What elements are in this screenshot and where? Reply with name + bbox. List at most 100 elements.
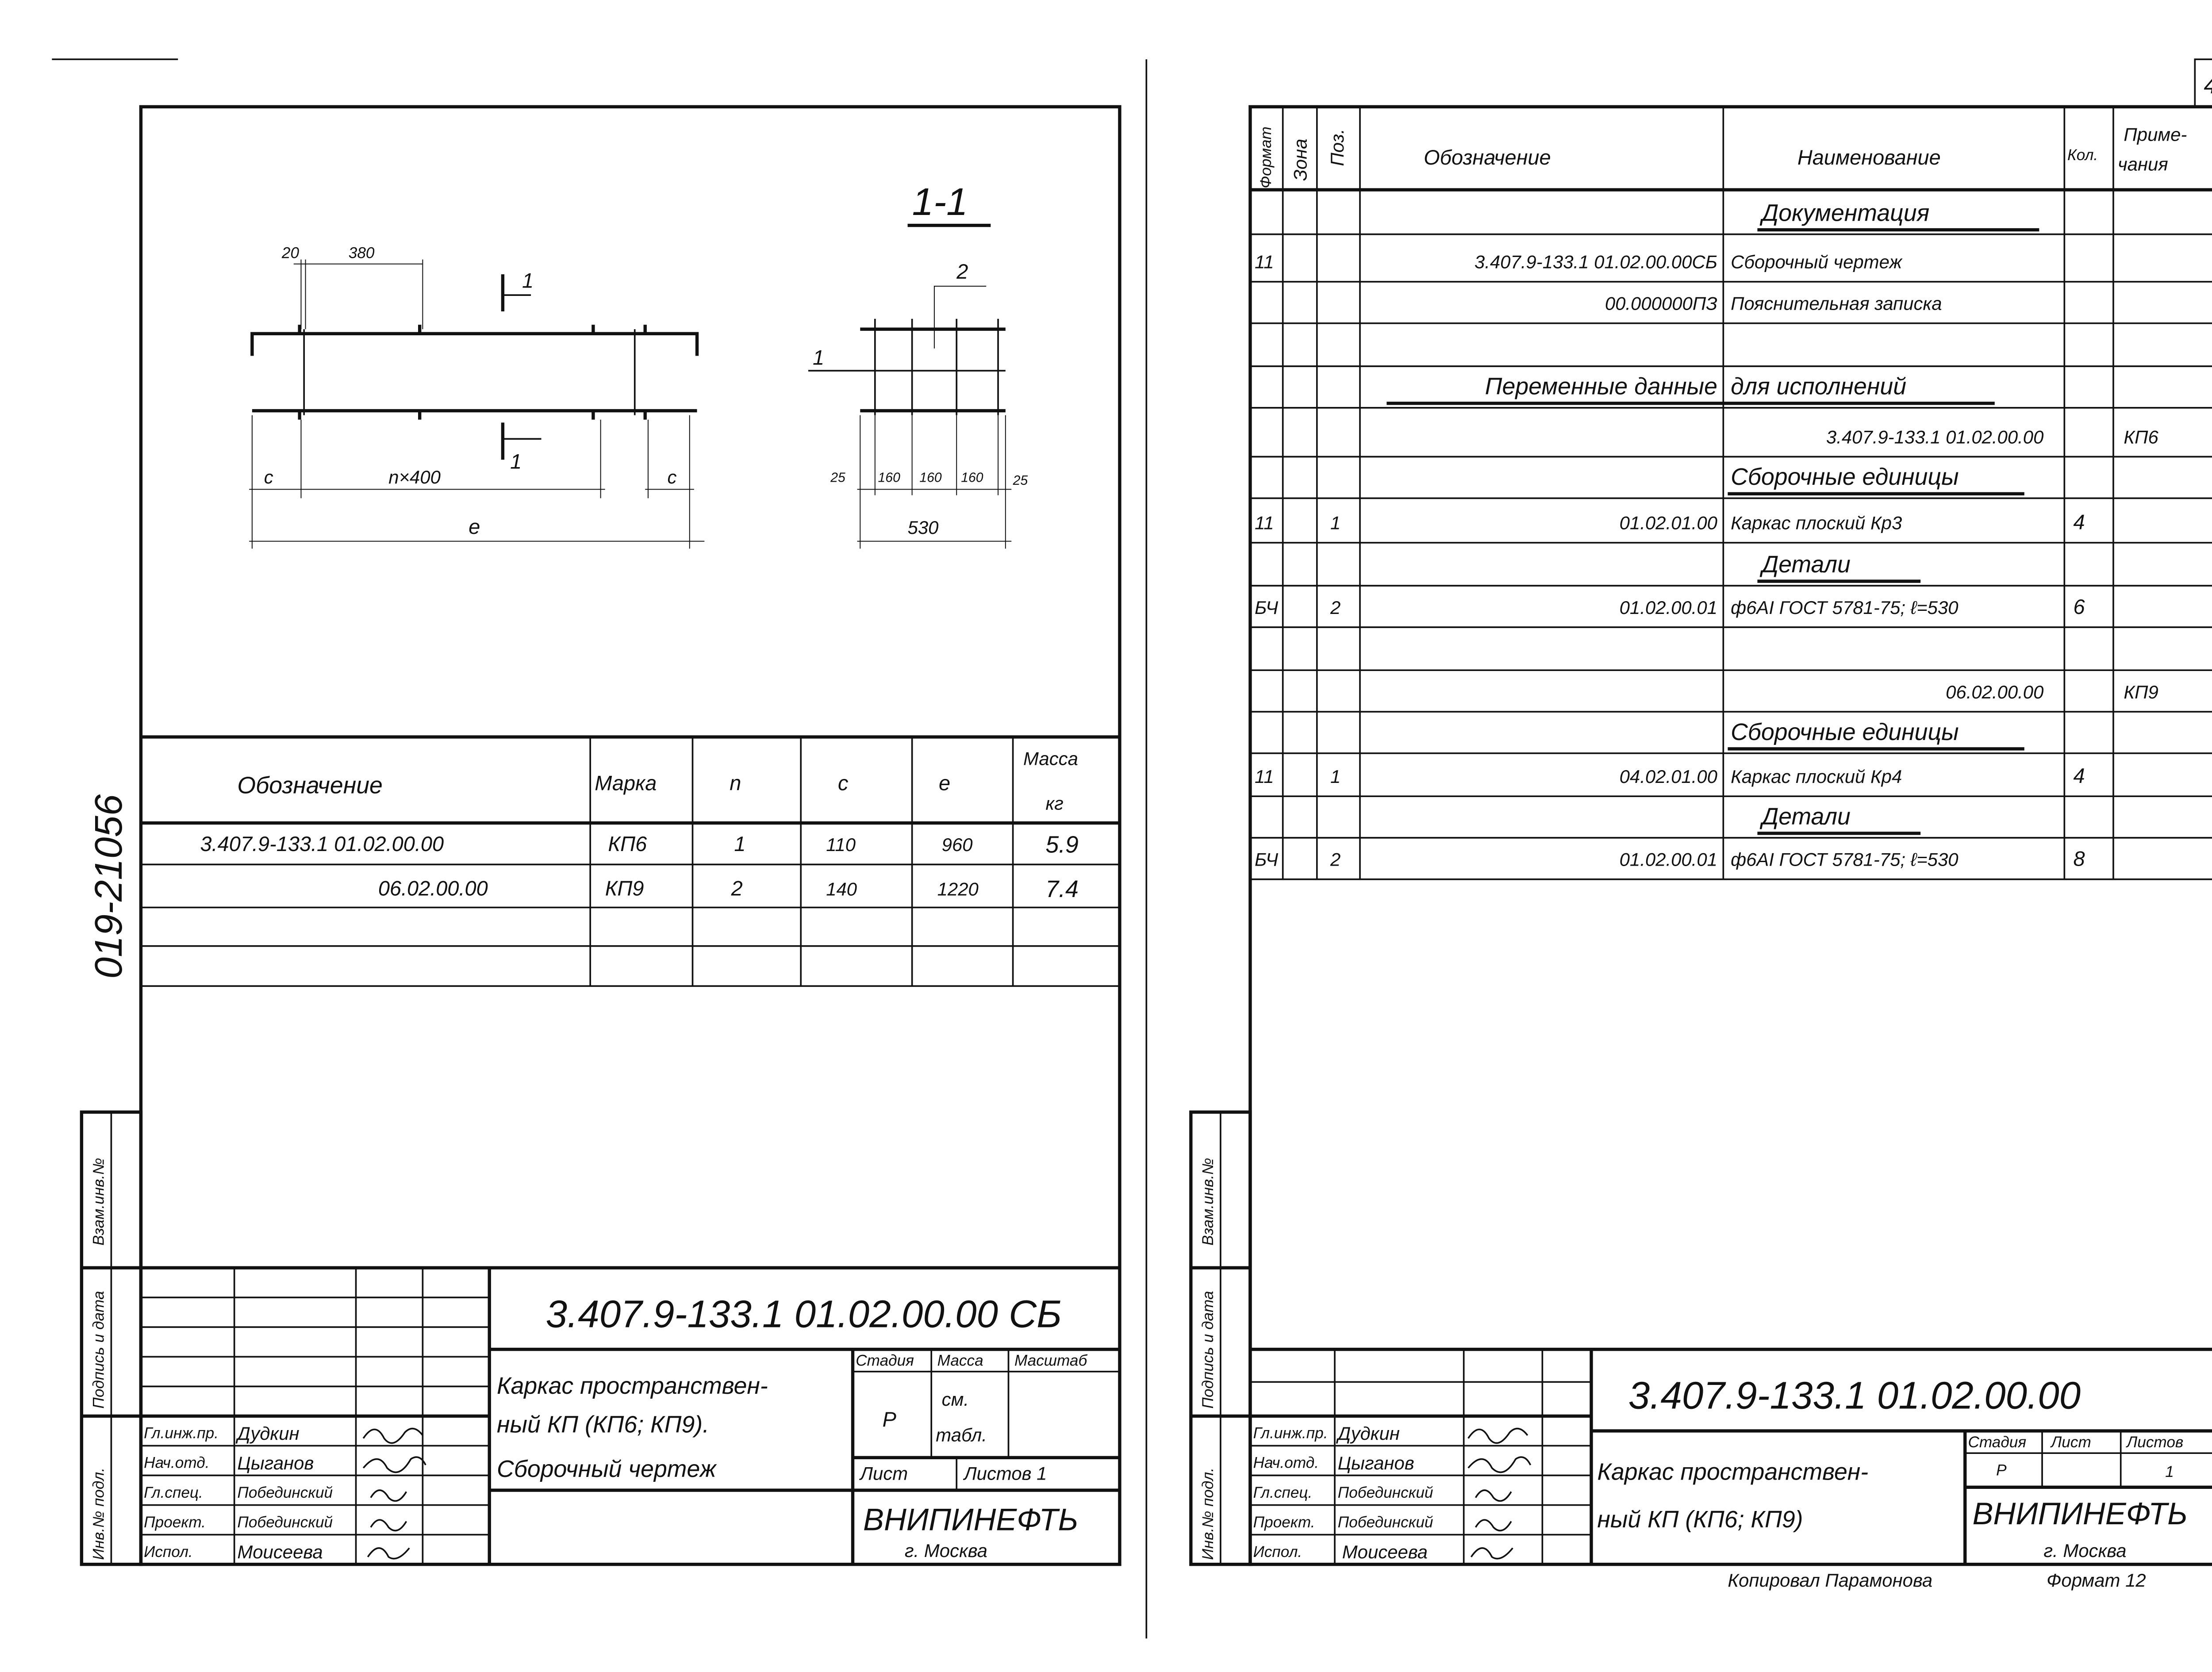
cell-format: БЧ bbox=[1255, 597, 1279, 618]
cell-qty: 8 bbox=[2073, 848, 2085, 871]
spec-row: БЧ 2 01.02.00.01 ф6АI ГОСТ 5781-75; ℓ=530 6 bbox=[1255, 595, 2085, 618]
city: г. Москва bbox=[2043, 1540, 2126, 1561]
dim-380: 380 bbox=[349, 244, 375, 261]
title-line-1: Каркас пространствен- bbox=[1597, 1459, 1868, 1485]
label-inv-original: Инв.№ подл. bbox=[1199, 1468, 1217, 1560]
header-c: c bbox=[838, 772, 848, 795]
cell-designation: 00.000000ПЗ bbox=[1605, 293, 1717, 314]
role: Нач.отд. bbox=[1253, 1454, 1319, 1472]
cell-designation: 06.02.00.00 bbox=[378, 877, 488, 900]
right-side-strip: Взам.инв.№ Подпись и дата Инв.№ подл. bbox=[1189, 1110, 1252, 1566]
label-replace-inv: Взам.инв.№ bbox=[90, 1158, 108, 1246]
spec-row: Детали bbox=[1759, 551, 1850, 578]
dim-c-right: c bbox=[668, 467, 677, 487]
spec-row: Переменные данные для исполнений bbox=[1485, 373, 1906, 400]
dim-160-a: 160 bbox=[878, 470, 901, 485]
header-designation: Обозначение bbox=[237, 772, 383, 798]
left-side-strip: Взам.инв.№ Подпись и дата Инв.№ подл. bbox=[80, 1110, 143, 1566]
cell-name: ф6АI ГОСТ 5781-75; ℓ=530 bbox=[1731, 597, 1959, 618]
cell-name: Каркас плоский Кр3 bbox=[1731, 513, 1902, 533]
section-mark-bottom: 1 bbox=[510, 450, 522, 473]
role: Гл.инж.пр. bbox=[1253, 1425, 1328, 1442]
cell-designation: 01.02.00.01 bbox=[1620, 597, 1717, 618]
person-name: Дудкин bbox=[1336, 1423, 1400, 1444]
organization: ВНИПИНЕФТЬ bbox=[1973, 1496, 2188, 1531]
sheets-value: 1 bbox=[2165, 1463, 2174, 1480]
sheet-format: Формат 12 bbox=[2047, 1570, 2146, 1591]
cell-format: БЧ bbox=[1255, 849, 1279, 870]
cell-qty: 4 bbox=[2073, 764, 2085, 787]
person-name: Моисеева bbox=[1342, 1542, 1428, 1562]
cell-e: 960 bbox=[942, 834, 973, 855]
cell-pos: 2 bbox=[1330, 597, 1340, 618]
person-name: Дудкин bbox=[235, 1423, 299, 1444]
cell-designation: 01.02.00.01 bbox=[1620, 849, 1717, 870]
cell-designation: 01.02.01.00 bbox=[1620, 513, 1717, 533]
header-e: e bbox=[939, 772, 950, 795]
cell-name: Сборочные единицы bbox=[1731, 464, 1959, 490]
role: Испол. bbox=[1253, 1543, 1302, 1561]
left-sheet: 1 1 20 380 c n×400 c e 1-1 2 1 25 160 16… bbox=[80, 105, 1121, 1566]
cell-c: 110 bbox=[826, 834, 856, 855]
mass-label: Масса bbox=[937, 1352, 983, 1369]
dim-c-left: c bbox=[264, 467, 273, 487]
role: Проект. bbox=[1253, 1514, 1315, 1531]
cell-n: 2 bbox=[731, 877, 743, 900]
table-row: 3.407.9-133.1 01.02.00.00 КП6 1 110 960 … bbox=[200, 832, 1079, 858]
copied-by: Копировал Парамонова bbox=[1728, 1570, 1932, 1591]
title-line-2: ный КП (КП6; КП9). bbox=[497, 1411, 709, 1438]
person-name: Цыганов bbox=[237, 1453, 314, 1473]
cell-name: Документация bbox=[1759, 199, 1929, 226]
signature-rows: Гл.инж.пр. Дудкин Нач.отд. Цыганов Гл.сп… bbox=[1253, 1423, 1532, 1562]
cell-designation: Переменные данные bbox=[1485, 373, 1717, 400]
cell-pos: 2 bbox=[1330, 849, 1340, 870]
sheets-label: Листов bbox=[2126, 1434, 2183, 1451]
person-name: Цыганов bbox=[1338, 1453, 1414, 1473]
label-sign-date: Подпись и дата bbox=[90, 1291, 108, 1408]
dim-25-left: 25 bbox=[830, 470, 845, 485]
table-row: 06.02.00.00 КП9 2 140 1220 7.4 bbox=[378, 876, 1079, 902]
sheet-label: Лист bbox=[2050, 1434, 2091, 1451]
mass-value-1: см. bbox=[942, 1389, 969, 1410]
header-mark: Марка bbox=[595, 772, 657, 795]
role: Гл.инж.пр. bbox=[144, 1425, 219, 1442]
cell-name: Детали bbox=[1759, 551, 1850, 578]
header-name: Наименование bbox=[1797, 146, 1941, 169]
header-n: n bbox=[730, 772, 741, 795]
cell-designation: 3.407.9-133.1 01.02.00.00СБ bbox=[1475, 252, 1717, 272]
person-name: Моисеева bbox=[237, 1542, 323, 1562]
spec-row: 00.000000ПЗ Пояснительная записка bbox=[1605, 293, 1942, 314]
cell-name: Каркас плоский Кр4 bbox=[1731, 766, 1902, 787]
cell-qty: 6 bbox=[2073, 595, 2085, 618]
cell-format: 11 bbox=[1255, 252, 1274, 272]
section-1-1: 1-1 2 1 25 160 160 160 25 530 bbox=[808, 180, 1028, 549]
parameter-table: Обозначение Марка n c e Масса кг 3.407.9… bbox=[141, 735, 1120, 987]
header-zone: Зона bbox=[1290, 139, 1310, 181]
right-sheet: Формат Зона Поз. Обозначение Наименовани… bbox=[1189, 105, 2212, 1591]
signature-scribbles bbox=[1467, 1427, 1532, 1560]
role: Нач.отд. bbox=[144, 1454, 209, 1472]
person-name: Побединский bbox=[237, 1514, 333, 1531]
cell-name: для исполнений bbox=[1731, 373, 1906, 400]
cell-name: Сборочный чертеж bbox=[1731, 252, 1903, 272]
cell-name: Пояснительная записка bbox=[1731, 293, 1942, 314]
label-replace-inv: Взам.инв.№ bbox=[1199, 1158, 1217, 1246]
cell-c: 140 bbox=[826, 879, 857, 900]
cell-name: 3.407.9-133.1 01.02.00.00 bbox=[1826, 426, 2043, 447]
stage-label: Стадия bbox=[856, 1352, 914, 1369]
frame-elevation: 1 1 20 380 c n×400 c e bbox=[249, 244, 705, 549]
header-pos: Поз. bbox=[1327, 129, 1348, 166]
spec-row: Детали bbox=[1759, 803, 1850, 830]
cell-pos: 1 bbox=[1330, 766, 1340, 787]
stage-value: Р bbox=[883, 1408, 896, 1431]
cell-mass: 5.9 bbox=[1045, 832, 1079, 858]
cell-name: Детали bbox=[1759, 803, 1850, 830]
title-line-3: Сборочный чертеж bbox=[497, 1456, 717, 1482]
cell-mass: 7.4 bbox=[1045, 876, 1079, 902]
specification-table: Формат Зона Поз. Обозначение Наименовани… bbox=[1250, 107, 2212, 880]
